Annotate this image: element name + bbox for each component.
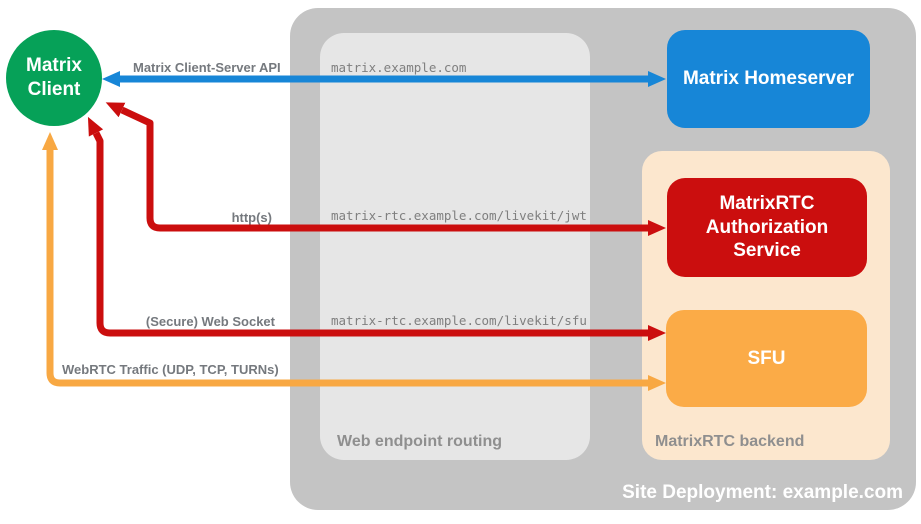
matrixrtc-backend-label: MatrixRTC backend	[655, 433, 805, 450]
container-web-endpoint-routing: Web endpoint routing	[320, 33, 590, 460]
endpoint-livekit-sfu: matrix-rtc.example.com/livekit/sfu	[331, 313, 587, 328]
node-matrix-homeserver: Matrix Homeserver	[667, 30, 870, 128]
endpoint-livekit-jwt: matrix-rtc.example.com/livekit/jwt	[331, 208, 587, 223]
node-matrixrtc-authorization-service: MatrixRTC Authorization Service	[667, 178, 867, 277]
sfu-label: SFU	[747, 347, 786, 369]
secure-web-socket-label: (Secure) Web Socket	[145, 314, 275, 329]
https-label: http(s)	[231, 210, 272, 225]
client-server-api-label: Matrix Client-Server API	[133, 60, 281, 75]
matrix-homeserver-label: Matrix Homeserver	[682, 68, 855, 90]
site-deployment-title: Site Deployment: example.com	[622, 482, 903, 503]
endpoint-matrix-example-com: matrix.example.com	[331, 60, 467, 75]
web-endpoint-routing-label: Web endpoint routing	[337, 433, 503, 450]
node-matrix-client: Matrix Client	[6, 30, 102, 126]
matrixrtc-authorization-service-label: MatrixRTC Authorization Service	[705, 192, 829, 262]
node-sfu: SFU	[666, 310, 867, 407]
webrtc-traffic-label: WebRTC Traffic (UDP, TCP, TURNs)	[62, 362, 279, 377]
matrix-client-label: Matrix Client	[26, 55, 82, 100]
